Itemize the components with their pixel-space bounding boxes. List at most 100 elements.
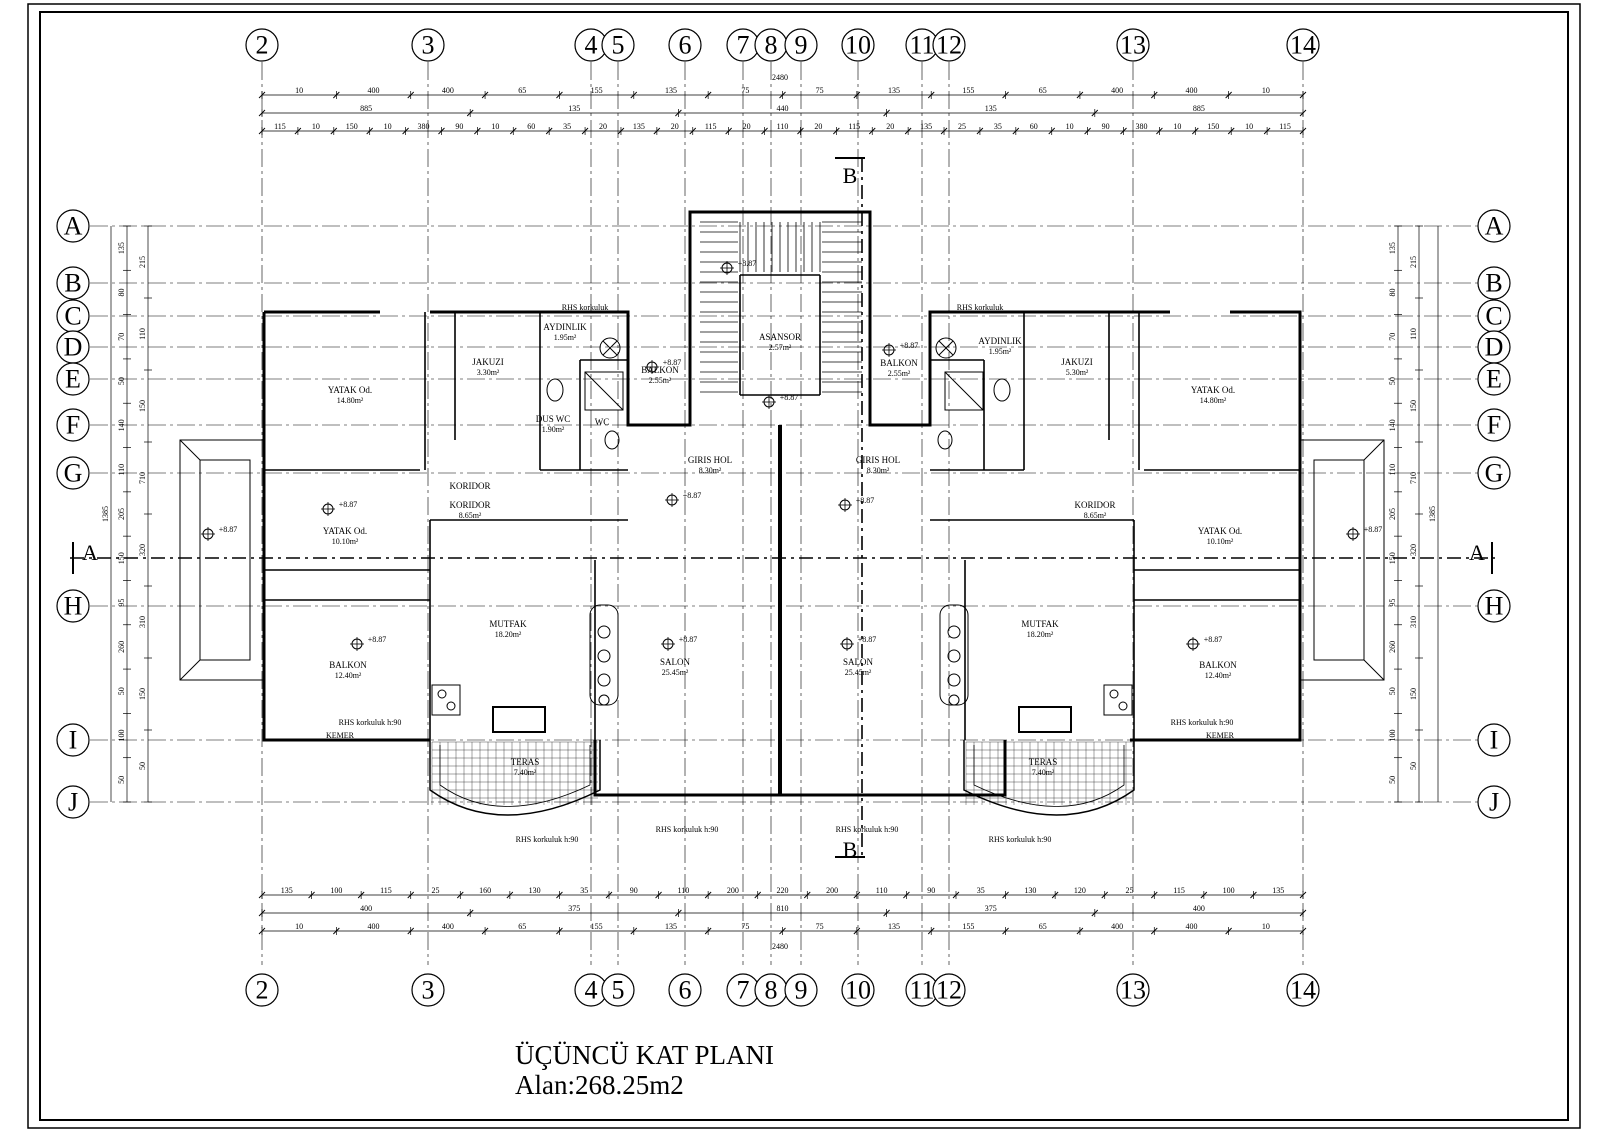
dim-top-3-value: 10	[384, 122, 392, 131]
dim-bottom-3-value: 10	[295, 922, 303, 931]
grid-col-label-12-top: 12	[936, 31, 962, 60]
svg-text:1.95m²: 1.95m²	[989, 347, 1012, 356]
grid-col-label-5-top: 5	[612, 31, 625, 60]
dim-left-inner-value: 50	[117, 687, 126, 695]
room-teras-right: TERAS	[1029, 757, 1058, 767]
room-balkon-small-left: BALKON	[641, 365, 679, 375]
grid-col-bubble-13-bottom	[1116, 973, 1150, 1007]
core-wall	[430, 210, 1170, 427]
svg-text:5.30m²: 5.30m²	[1066, 368, 1089, 377]
section-markers: A A B B	[70, 157, 1495, 862]
level-value-4: +8.87	[339, 500, 358, 509]
grid-row-label-H-right: H	[1485, 592, 1504, 621]
room-mutfak-right: MUTFAK	[1021, 619, 1059, 629]
grid-row-label-C-right: C	[1485, 302, 1502, 331]
dim-top-3-value: 20	[814, 122, 822, 131]
dim-bottom-3-value: 400	[442, 922, 454, 931]
room-jakuzi-right: JAKUZI	[1061, 357, 1093, 367]
dim-bottom-1-value: 130	[529, 886, 541, 895]
dim-bottom-1-value: 90	[927, 886, 935, 895]
dim-bottom-1-value: 25	[1126, 886, 1134, 895]
dim-top-3-value: 115	[1279, 122, 1291, 131]
grid-col-bubble-14-top	[1286, 28, 1320, 62]
grid-row-bubble-I-left	[56, 723, 90, 757]
grid-col-bubble-6-top	[668, 28, 702, 62]
dim-top-1-value: 135	[665, 86, 677, 95]
svg-text:14.80m²: 14.80m²	[337, 396, 364, 405]
note-kemer-right: KEMER	[1206, 731, 1235, 740]
svg-text:12.40m²: 12.40m²	[335, 671, 362, 680]
note-rhs-h90-5: RHS korkuluk h:90	[836, 825, 899, 834]
note-rhs-left: RHS korkuluk	[562, 303, 608, 312]
grid-row-label-I-left: I	[69, 726, 78, 755]
grid-row-bubble-H-right	[1477, 589, 1511, 623]
dim-top-3-value: 150	[346, 122, 358, 131]
plan-area: Alan:268.25m2	[515, 1070, 684, 1100]
dim-left-inner-value: 110	[117, 464, 126, 476]
dim-bottom-2-value: 375	[985, 904, 997, 913]
dim-top-1-value: 10	[295, 86, 303, 95]
room-teras-left: TERAS	[511, 757, 540, 767]
dim-bottom-1-value: 135	[1272, 886, 1284, 895]
svg-text:18.20m²: 18.20m²	[495, 630, 522, 639]
note-rhs-right: RHS korkuluk	[957, 303, 1003, 312]
grid-col-bubble-14-bottom	[1286, 973, 1320, 1007]
dim-left-outer-value: 215	[138, 256, 147, 268]
room-jakuzi-left: JAKUZI	[472, 357, 504, 367]
grid-row-label-I-right: I	[1490, 726, 1499, 755]
grid-col-label-2-bottom: 2	[256, 976, 269, 1005]
svg-text:2.55m²: 2.55m²	[649, 376, 672, 385]
dim-bottom-3-value: 75	[816, 922, 824, 931]
grid-row-bubble-A-left	[56, 209, 90, 243]
svg-text:3.30m²: 3.30m²	[477, 368, 500, 377]
level-value-9: +8.87	[663, 358, 682, 367]
dim-bottom-3-value: 135	[888, 922, 900, 931]
dim-top-3-value: 10	[1173, 122, 1181, 131]
grid-row-bubble-B-right	[1477, 266, 1511, 300]
svg-text:18.20m²: 18.20m²	[1027, 630, 1054, 639]
level-value-5: +8.87	[219, 525, 238, 534]
room-koridor-left: KORIDOR	[449, 500, 490, 510]
grid-col-bubble-2-bottom	[245, 973, 279, 1007]
dim-top-3-value: 110	[777, 122, 789, 131]
dim-bottom-3-value: 65	[518, 922, 526, 931]
grid-row-label-B-left: B	[64, 269, 81, 298]
dim-top-3-value: 10	[491, 122, 499, 131]
dim-top-2-value: 135	[568, 104, 580, 113]
grid-col-label-13-top: 13	[1120, 31, 1146, 60]
dim-left-inner-value: 140	[117, 419, 126, 431]
svg-text:14.80m²: 14.80m²	[1200, 396, 1227, 405]
dim-top-3-value: 20	[743, 122, 751, 131]
dim-right-inner-value: 135	[1388, 242, 1397, 254]
dim-left-inner-value: 205	[117, 508, 126, 520]
dim-right-outer-value: 320	[1409, 544, 1418, 556]
dim-bottom-3-value: 65	[1039, 922, 1047, 931]
grid-row-label-F-left: F	[66, 411, 80, 440]
dim-left-outer-value: 150	[138, 688, 147, 700]
dim-right-inner-value: 70	[1388, 333, 1397, 341]
note-rhs-h90-4: RHS korkuluk h:90	[656, 825, 719, 834]
dim-right-outer-value: 50	[1409, 762, 1418, 770]
dim-bottom-3-value: 135	[665, 922, 677, 931]
dim-bottom-1-value: 110	[876, 886, 888, 895]
outer-frame	[27, 3, 1581, 1129]
svg-text:25.45m²: 25.45m²	[662, 668, 689, 677]
note-kemer-left: KEMER	[326, 731, 355, 740]
room-aydinlik-left: AYDINLIK	[543, 322, 587, 332]
dim-bottom-1-value: 35	[977, 886, 985, 895]
dim-top-3-value: 115	[705, 122, 717, 131]
grid-col-bubble-13-top	[1116, 28, 1150, 62]
dim-left-inner-value: 95	[117, 599, 126, 607]
dim-left-inner-value: 50	[117, 377, 126, 385]
grid-row-bubble-J-right	[1477, 785, 1511, 819]
room-dus-wc: DUS WC	[536, 414, 571, 424]
level-value-7: +8.87	[683, 491, 702, 500]
dim-top-3-value: 10	[312, 122, 320, 131]
dim-top-3-value: 60	[1030, 122, 1038, 131]
grid-row-bubble-E-right	[1477, 362, 1511, 396]
grid-col-bubble-6-bottom	[668, 973, 702, 1007]
level-markers: +8.87+8.87+8.87+8.87+8.87+8.87+8.87+8.87…	[201, 259, 1382, 651]
dim-top-3-value: 20	[599, 122, 607, 131]
dim-bottom-2-value: 400	[360, 904, 372, 913]
bay-projections	[179, 439, 1385, 681]
